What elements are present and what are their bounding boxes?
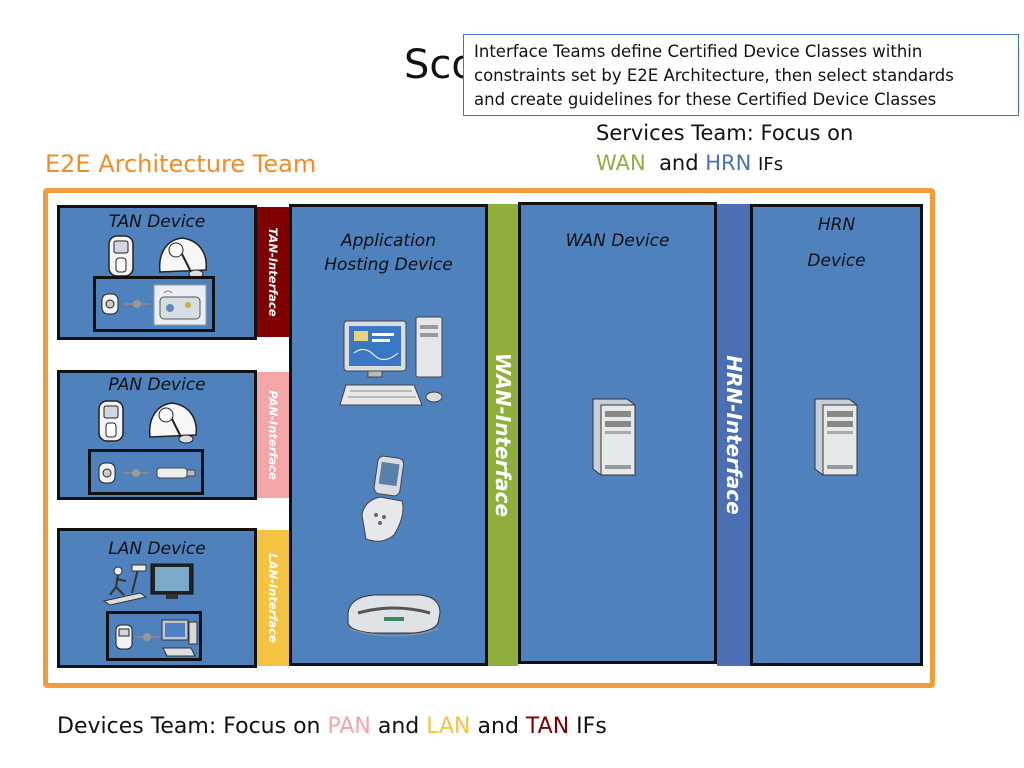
- services-team-label: Services Team: Focus on WAN and HRN IFs: [596, 118, 853, 180]
- hrn-device-label-2: Device: [807, 251, 866, 271]
- app-device-label-1: Application: [341, 231, 436, 251]
- server-tower-icon: [814, 398, 858, 476]
- application-hosting-device-box: Application Hosting Device: [289, 204, 488, 666]
- link-icon: [123, 469, 149, 477]
- devices-tan: TAN: [525, 714, 570, 739]
- services-ifs: IFs: [758, 154, 784, 175]
- router-modem-icon: [347, 594, 441, 637]
- services-line-1: Services Team: Focus on: [596, 121, 854, 145]
- tan-device-box: TAN Device: [57, 205, 257, 340]
- wan-device-box: WAN Device: [518, 202, 717, 664]
- devices-ifs: IFs: [576, 714, 607, 739]
- services-and: and: [659, 151, 699, 175]
- tan-device-label: TAN Device: [108, 212, 206, 232]
- flip-phone-icon: [361, 455, 405, 542]
- devices-team-label: Devices Team: Focus on PAN and LAN and T…: [57, 714, 607, 739]
- devices-pan: PAN: [327, 714, 371, 739]
- desktop-computer-icon: [161, 619, 198, 657]
- devices-prefix: Devices Team: Focus on: [57, 714, 321, 739]
- pan-interface-strip: PAN-Interface: [257, 372, 289, 498]
- services-line-2: WAN and HRN IFs: [596, 148, 853, 180]
- lan-device-label: LAN Device: [108, 539, 206, 559]
- television-icon: [150, 563, 194, 599]
- devices-and-2: and: [477, 714, 519, 739]
- pan-interface-label: PAN-Interface: [266, 390, 280, 480]
- sensor-icon: [98, 462, 116, 484]
- glucose-meter-icon: [98, 400, 124, 442]
- tan-inner-box: [93, 276, 215, 332]
- callout-line-1: Interface Teams define Certified Device …: [474, 42, 923, 61]
- treadmill-icon: [102, 564, 148, 606]
- wan-device-label: WAN Device: [565, 231, 670, 251]
- callout-line-3: and create guidelines for these Certifie…: [474, 90, 937, 109]
- lan-interface-label: LAN-Interface: [266, 553, 280, 643]
- blood-pressure-cuff-icon: [158, 237, 207, 279]
- desktop-computer-icon: [339, 316, 443, 406]
- hrn-device-label-1: HRN: [817, 215, 856, 235]
- devices-and-1: and: [377, 714, 420, 739]
- tan-interface-label: TAN-Interface: [266, 227, 280, 317]
- app-device-label-2: Hosting Device: [324, 255, 453, 275]
- hub-device-icon: [153, 284, 207, 326]
- lan-inner-box: [106, 611, 202, 661]
- e2e-architecture-label: E2E Architecture Team: [45, 150, 317, 178]
- wan-interface-label: WAN-Interface: [491, 352, 515, 518]
- hrn-interface-label: HRN-Interface: [721, 355, 746, 515]
- wan-interface-strip: WAN-Interface: [488, 204, 518, 666]
- services-wan: WAN: [596, 151, 646, 175]
- hrn-interface-strip: HRN-Interface: [717, 204, 750, 666]
- callout-line-2: constraints set by E2E Architecture, the…: [474, 66, 954, 85]
- lan-device-box: LAN Device: [57, 528, 257, 668]
- services-hrn: HRN: [705, 151, 752, 175]
- devices-lan: LAN: [426, 714, 471, 739]
- glucose-meter-icon: [108, 235, 134, 277]
- link-icon: [135, 633, 159, 641]
- blood-pressure-cuff-icon: [148, 402, 197, 444]
- usb-dongle-icon: [156, 467, 196, 479]
- link-icon: [124, 300, 150, 308]
- pan-inner-box: [88, 449, 204, 495]
- sensor-icon: [101, 293, 119, 315]
- pan-device-label: PAN Device: [108, 375, 206, 395]
- hrn-device-box: HRN Device: [750, 204, 923, 666]
- server-tower-icon: [592, 398, 636, 476]
- lan-interface-strip: LAN-Interface: [257, 530, 289, 666]
- pan-device-box: PAN Device: [57, 370, 257, 500]
- tan-interface-strip: TAN-Interface: [257, 207, 289, 337]
- meter-icon: [115, 624, 133, 650]
- interface-teams-callout: Interface Teams define Certified Device …: [463, 34, 1019, 116]
